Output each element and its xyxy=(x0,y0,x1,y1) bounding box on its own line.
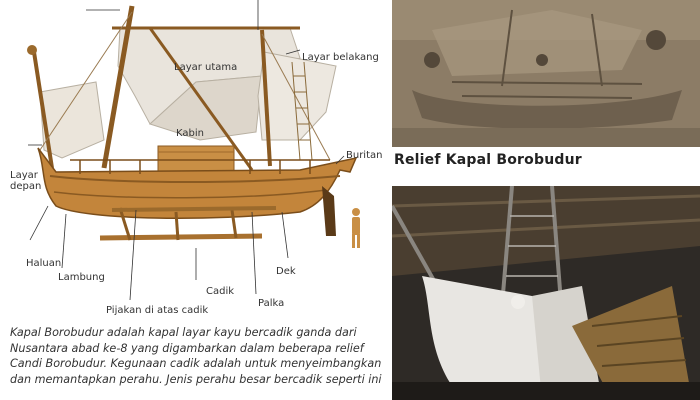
label-layar-depan-2: depan xyxy=(10,181,42,192)
front-sail xyxy=(39,81,105,159)
label-buritan: Buritan xyxy=(346,150,383,161)
yard xyxy=(148,27,254,171)
relief-image xyxy=(392,0,700,147)
label-haluan: Haluan xyxy=(26,258,62,269)
label-kabin: Kabin xyxy=(176,128,204,139)
hull-band xyxy=(53,189,327,199)
relief-photo xyxy=(392,0,700,147)
label-layar-belakang: Layar belakang xyxy=(302,52,379,63)
label-layar-utama: Layar utama xyxy=(174,62,238,73)
outrigger-float xyxy=(99,233,263,241)
outrigger-beam xyxy=(174,211,180,241)
front-mast-top xyxy=(27,45,37,55)
front-mast xyxy=(32,51,54,169)
leader-lines xyxy=(28,0,345,301)
outrigger-beam xyxy=(118,207,132,241)
deck-railing xyxy=(70,159,330,174)
rope-ladder xyxy=(291,61,313,161)
ship-replica-photo xyxy=(392,186,700,400)
cabin xyxy=(157,145,235,173)
description-text: Kapal Borobudur adalah kapal layar kayu … xyxy=(10,326,382,386)
rear-mast xyxy=(260,29,272,167)
hull xyxy=(37,147,358,219)
label-dek: Dek xyxy=(276,266,296,277)
photo-caption: Relief Kapal Borobudur xyxy=(394,152,582,168)
label-palka: Palka xyxy=(258,298,285,309)
label-cadik: Cadik xyxy=(206,286,235,297)
diagram-panel: Layar utama Layar belakang Kabin Buritan… xyxy=(10,0,383,386)
hull-band xyxy=(49,175,341,183)
outrigger-platform xyxy=(111,206,277,212)
ship-replica-image xyxy=(392,186,700,400)
rudder xyxy=(322,186,336,236)
label-layar-depan-1: Layar xyxy=(10,170,38,181)
ship-diagram xyxy=(27,0,360,301)
rigging xyxy=(39,11,133,151)
main-mast xyxy=(101,5,135,169)
label-lambung: Lambung xyxy=(58,272,105,283)
human-figure xyxy=(352,208,360,248)
outrigger-beam xyxy=(230,209,238,239)
label-pijakan: Pijakan di atas cadik xyxy=(106,305,209,316)
rigging xyxy=(261,33,331,161)
